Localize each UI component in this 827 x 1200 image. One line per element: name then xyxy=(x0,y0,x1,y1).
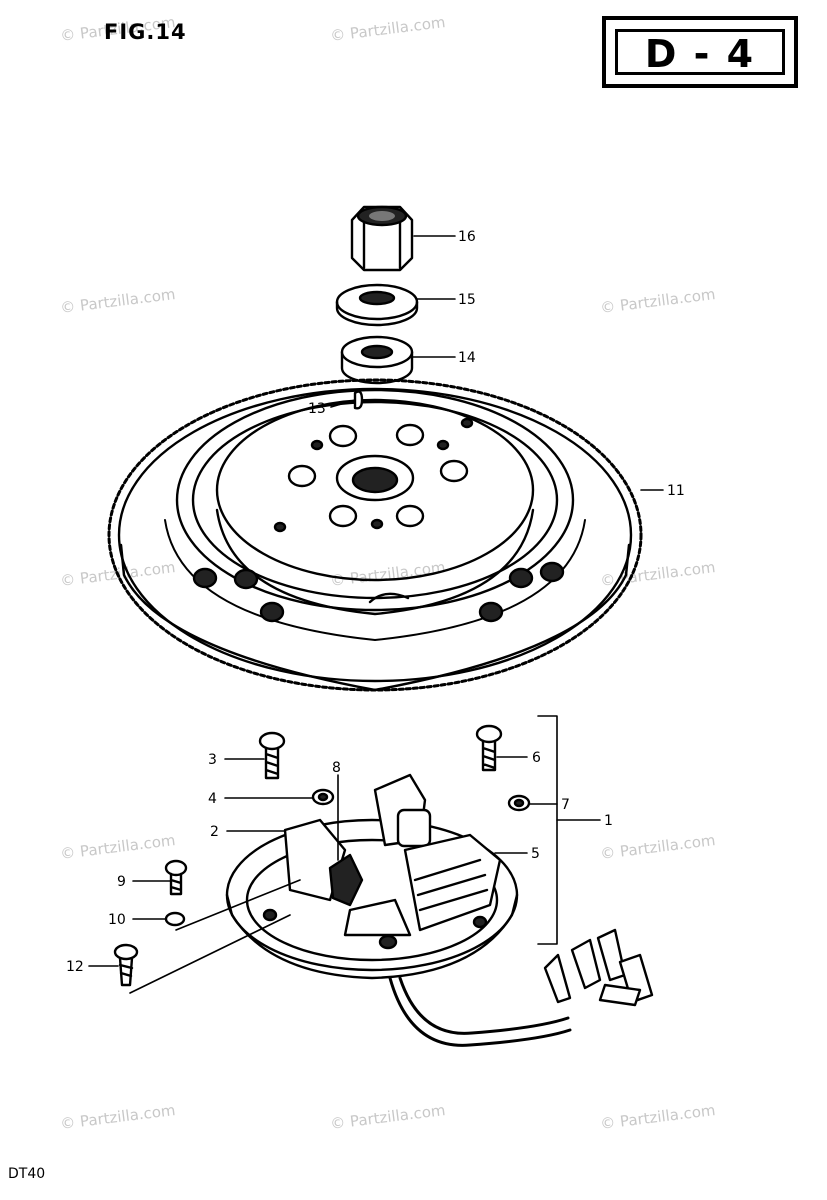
callout-8: 8 xyxy=(332,760,341,776)
flywheel-boss xyxy=(340,335,414,385)
callout-3: 3 xyxy=(208,752,217,768)
callout-7: 7 xyxy=(561,797,570,813)
callout-14: 14 xyxy=(458,350,476,366)
callout-4: 4 xyxy=(208,791,217,807)
page-code-box: D - 4 xyxy=(602,16,798,88)
screw-9 xyxy=(164,859,188,896)
page-code: D - 4 xyxy=(615,29,785,76)
screw-12 xyxy=(113,943,139,987)
screw-3 xyxy=(258,731,286,780)
callout-2: 2 xyxy=(210,824,219,840)
figure-title: FIG.14 xyxy=(104,20,187,44)
callout-12: 12 xyxy=(66,959,84,975)
callout-9: 9 xyxy=(117,874,126,890)
callout-13: 13 xyxy=(308,401,326,417)
model-label: DT40 xyxy=(8,1166,46,1182)
callout-5: 5 xyxy=(531,846,540,862)
flywheel xyxy=(107,378,643,692)
washer-10 xyxy=(164,911,186,927)
flywheel-nut xyxy=(350,205,414,272)
stator-assembly xyxy=(225,773,654,1047)
washer xyxy=(335,283,419,327)
screw-6 xyxy=(475,724,503,772)
leader-lines xyxy=(88,235,664,994)
callout-1: 1 xyxy=(604,813,613,829)
callout-11: 11 xyxy=(667,483,685,499)
callout-15: 15 xyxy=(458,292,476,308)
callout-labels: 16 15 14 13 11 3 6 8 4 7 1 2 5 9 10 12 xyxy=(66,229,685,975)
callout-6: 6 xyxy=(532,750,541,766)
callout-10: 10 xyxy=(108,912,126,928)
callout-16: 16 xyxy=(458,229,476,245)
